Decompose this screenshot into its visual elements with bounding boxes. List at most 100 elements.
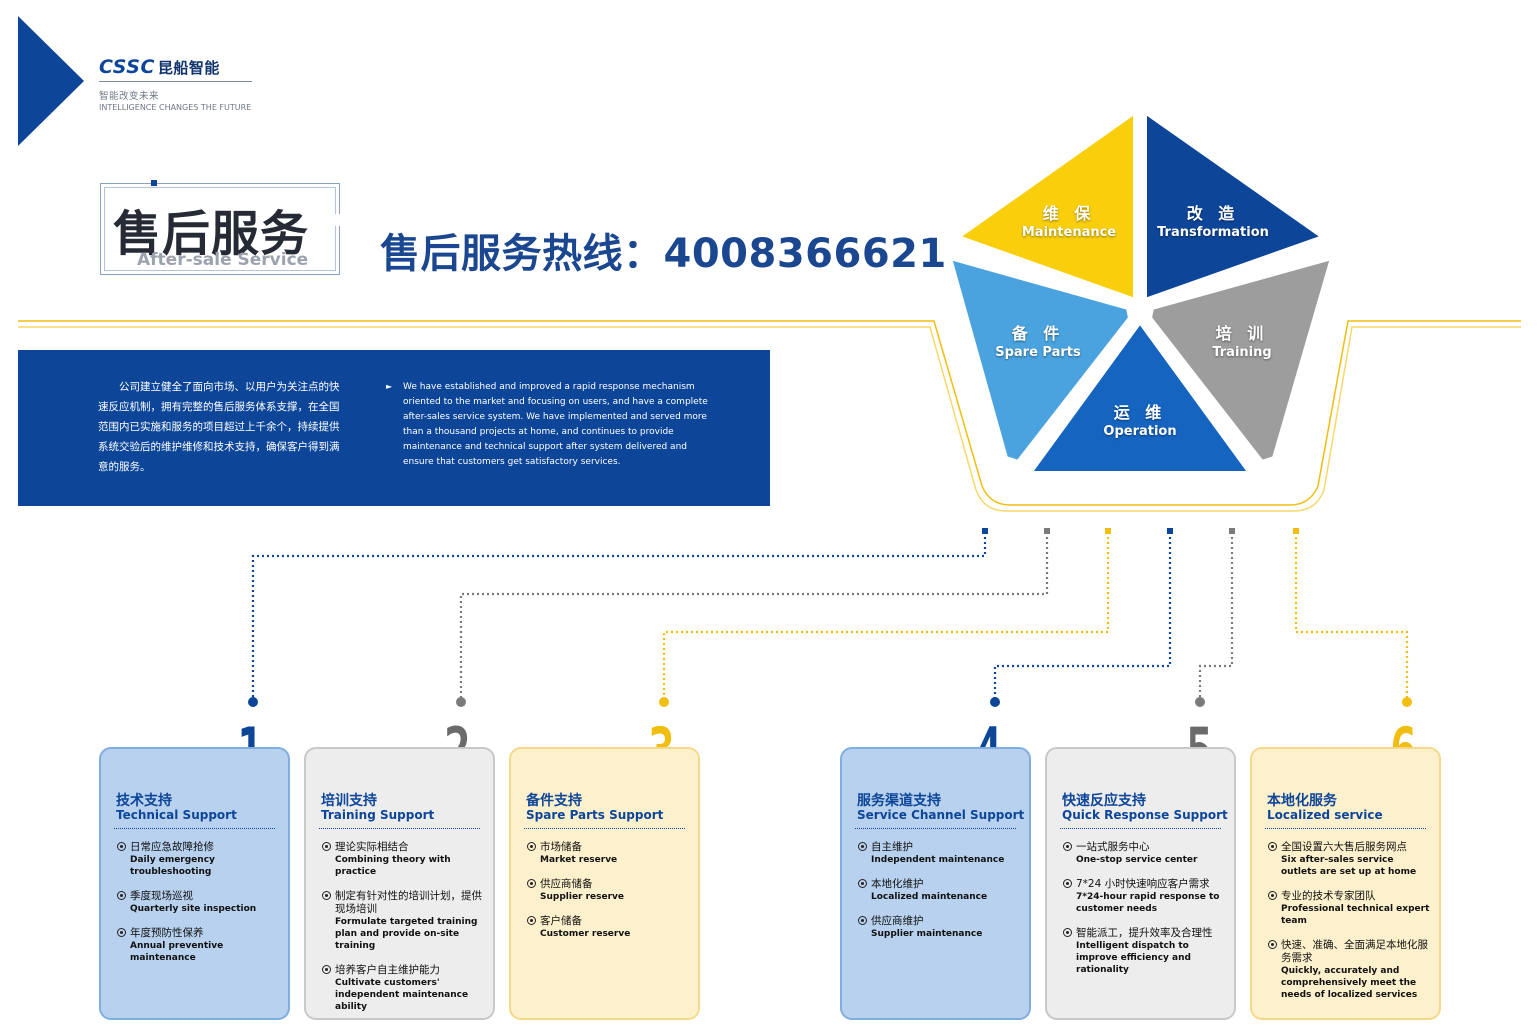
item-text-cn: 智能派工，提升效率及合理性: [1076, 927, 1213, 939]
bullet-icon: [1063, 928, 1072, 937]
card-item-list: 市场储备 Market reserve 供应商储备 Supplier reserve 客…: [527, 841, 690, 952]
item-text-cn: 理论实际相结合: [335, 841, 409, 853]
list-item: 年度预防性保养 Annual preventive maintenance: [117, 927, 280, 964]
bullet-icon: [527, 842, 536, 851]
logo-brand-cn: 昆船智能: [157, 59, 220, 77]
connector-6: [1294, 532, 1409, 700]
connector-4: [993, 532, 1172, 700]
card-title-cn: 备件支持: [526, 793, 582, 809]
item-text-cn: 日常应急故障抢修: [130, 841, 214, 853]
page-title-box: 售后服务 After-sale Service: [100, 180, 345, 275]
item-text-en: One-stop service center: [1076, 855, 1198, 865]
bullet-icon: [858, 916, 867, 925]
card-divider: [114, 828, 275, 829]
item-text-en: Supplier maintenance: [871, 929, 983, 939]
item-text-cn: 季度现场巡视: [130, 890, 193, 902]
list-item: 全国设置六大售后服务网点 Six after-sales service outl…: [1268, 841, 1431, 878]
logo-slogan-cn: 智能改变未来: [99, 91, 160, 102]
item-text-en: 7*24-hour rapid response to customer nee…: [1076, 892, 1220, 914]
item-text-en: Quarterly site inspection: [130, 904, 257, 914]
item-text-en: Independent maintenance: [871, 855, 1005, 865]
card-title-en: Spare Parts Support: [526, 808, 664, 822]
list-item: 本地化维护 Localized maintenance: [858, 878, 1021, 903]
bullet-icon: [527, 916, 536, 925]
logo-brand: CSSC: [99, 56, 155, 78]
card-divider: [1060, 828, 1221, 829]
bullet-icon: [858, 842, 867, 851]
card-item-list: 理论实际相结合 Combining theory with practice 制定有…: [322, 841, 485, 1025]
card-title-cn: 本地化服务: [1267, 793, 1337, 809]
item-text-en: Intelligent dispatch to improve efficien…: [1076, 941, 1191, 975]
bullet-icon: [322, 891, 331, 900]
list-item: 日常应急故障抢修 Daily emergency troubleshooting: [117, 841, 280, 878]
pentagon-maintenance: [956, 110, 1137, 302]
item-text-en: Market reserve: [540, 855, 618, 865]
page-title: 售后服务: [113, 206, 310, 262]
gold-line-inner: [18, 326, 1521, 512]
item-text-en: Localized maintenance: [871, 892, 988, 902]
card-divider: [524, 828, 685, 829]
bullet-icon: [117, 928, 126, 937]
card-title-cn: 培训支持: [321, 793, 377, 809]
item-text-cn: 本地化维护: [871, 878, 924, 890]
card-title-cn: 技术支持: [116, 793, 172, 809]
card-divider: [855, 828, 1016, 829]
gold-line-outer: [18, 320, 1521, 506]
play-arrow-icon: ►: [386, 382, 393, 391]
pentagon-training: [1148, 256, 1334, 464]
item-text-en: Six after-sales service outlets are set …: [1281, 855, 1417, 877]
item-text-en: Annual preventive maintenance: [130, 941, 224, 963]
bullet-icon: [527, 879, 536, 888]
item-text-cn: 供应商维护: [871, 915, 924, 927]
bullet-icon: [322, 965, 331, 974]
item-text-cn: 一站式服务中心: [1076, 841, 1150, 853]
card-item-list: 日常应急故障抢修 Daily emergency troubleshooting 季…: [117, 841, 280, 976]
logo-divider: [99, 81, 252, 82]
card-title-en: Localized service: [1267, 808, 1383, 822]
list-item: 供应商储备 Supplier reserve: [527, 878, 690, 903]
card-title-cn: 服务渠道支持: [857, 793, 941, 809]
item-text-cn: 客户储备: [540, 915, 582, 927]
card-title-en: Technical Support: [116, 808, 237, 822]
list-item: 智能派工，提升效率及合理性 Intelligent dispatch to imp…: [1063, 927, 1226, 976]
item-text-cn: 供应商储备: [540, 878, 593, 890]
item-text-cn: 年度预防性保养: [130, 927, 204, 939]
service-hotline: 售后服务热线：4008366621: [380, 231, 947, 277]
card-title-cn: 快速反应支持: [1062, 793, 1146, 809]
item-text-cn: 全国设置六大售后服务网点: [1281, 841, 1407, 853]
bullet-icon: [117, 891, 126, 900]
list-item: 市场储备 Market reserve: [527, 841, 690, 866]
card-divider: [319, 828, 480, 829]
bullet-icon: [858, 879, 867, 888]
item-text-en: Daily emergency troubleshooting: [130, 855, 215, 877]
list-item: 一站式服务中心 One-stop service center: [1063, 841, 1226, 866]
card-item-list: 一站式服务中心 One-stop service center 7*24 小时快速响…: [1063, 841, 1226, 988]
connector-5: [1198, 532, 1234, 700]
page-subtitle: After-sale Service: [137, 250, 309, 270]
pentagon-transformation: [1143, 110, 1325, 302]
connector-3: [662, 532, 1110, 700]
bullet-icon: [1268, 842, 1277, 851]
item-text-cn: 市场储备: [540, 841, 582, 853]
item-text-cn: 制定有针对性的培训计划，提供现场培训: [335, 890, 482, 915]
item-text-en: Customer reserve: [540, 929, 631, 939]
bullet-icon: [1063, 842, 1072, 851]
item-text-en: Combining theory with practice: [335, 855, 451, 877]
item-text-en: Supplier reserve: [540, 892, 625, 902]
